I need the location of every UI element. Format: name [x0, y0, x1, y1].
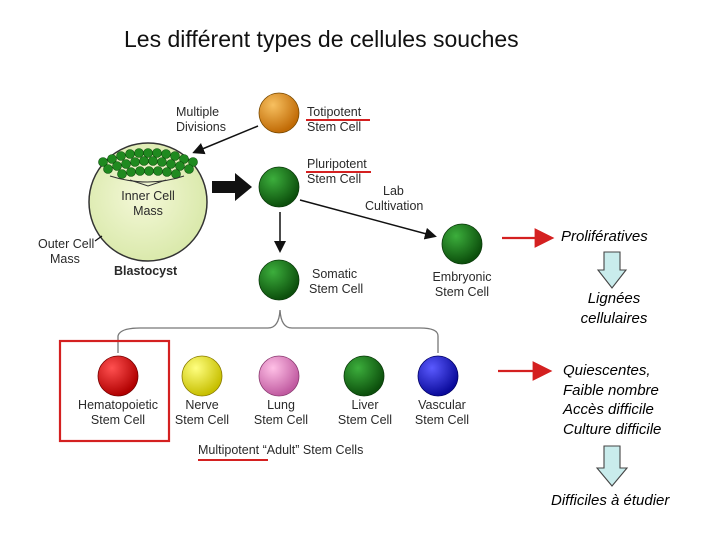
vascular-cell [417, 355, 459, 397]
pluripotent-cell [258, 166, 300, 208]
lung-cell [258, 355, 300, 397]
note-lignees-line: cellulaires [580, 309, 648, 327]
down-arrow-icon-2 [595, 445, 629, 487]
hematopoietic-highlight-box [58, 339, 171, 443]
note-quiescentes-line: Faible nombre [563, 381, 659, 399]
hematopoietic-cell [97, 355, 139, 397]
liver-cell [343, 355, 385, 397]
note-quiescentes: Quiescentes, Faible nombre Accès diffici… [563, 361, 661, 439]
nerve-cell [181, 355, 223, 397]
multipotent-label: Multipotent “Adult” Stem Cells [198, 443, 363, 457]
arrow-to-embryonic [299, 199, 437, 240]
note-lignees-line: Lignées [587, 290, 641, 307]
somatic-cell [258, 259, 300, 301]
note-quiescentes-line: Accès difficile [563, 401, 654, 418]
note-proliferatives: Prolifératives [561, 228, 648, 245]
page-title: Les différent types de cellules souches [124, 26, 519, 52]
note-difficiles: Difficiles à étudier [551, 492, 670, 509]
note-quiescentes-line: Quiescentes, [563, 362, 651, 379]
inner-cell-mass-cells [98, 148, 198, 179]
totipotent-cell [258, 92, 300, 134]
note-quiescentes-line: Culture difficile [563, 420, 662, 438]
blastocyst [88, 142, 208, 262]
bracket [117, 309, 439, 353]
embryonic-cell [441, 223, 483, 265]
big-arrow-icon [212, 173, 252, 201]
down-arrow-icon-1 [596, 251, 628, 289]
arrow-to-blastocyst [192, 125, 259, 155]
note-lignees: Lignées cellulaires [572, 289, 656, 328]
blastocyst-label: Blastocyst [114, 264, 178, 278]
